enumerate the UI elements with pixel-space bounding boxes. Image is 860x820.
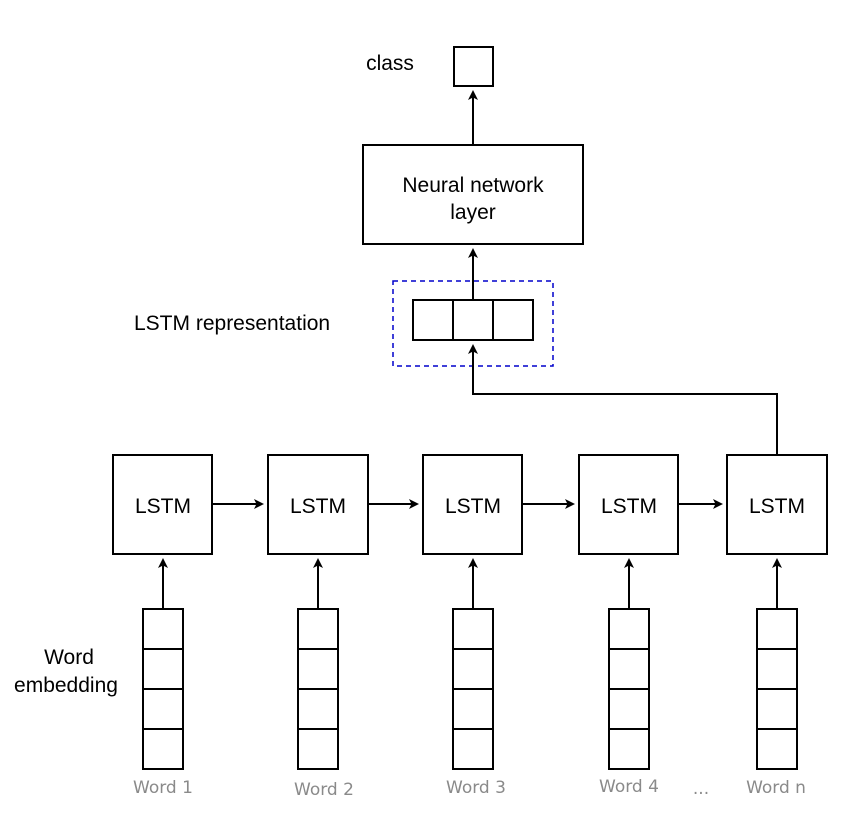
word-label-n: Word n [746,778,806,798]
word-embedding-label-line1: Word [44,646,94,669]
lstm-representation-cell [412,299,454,341]
word-embedding-label-line2: embedding [14,674,118,697]
lstm-cell-label: LSTM [749,495,805,518]
lstm-cell-label: LSTM [601,495,657,518]
lstm-representation-cell [492,299,534,341]
word-embedding-5 [756,558,798,770]
ellipsis-label: ... [693,779,709,799]
lstm-cell-2: LSTM [267,454,369,555]
word-embedding-4 [608,558,650,770]
word-label-3: Word 3 [446,778,506,798]
lstm-cell-1: LSTM [112,454,213,555]
word-embedding-3 [452,558,494,770]
word-label-2: Word 2 [294,780,354,800]
lstm-cell-label: LSTM [135,495,191,518]
word-label-4: Word 4 [599,777,659,797]
neural-network-layer-label-line2: layer [450,201,496,224]
lstm-representation-label: LSTM representation [134,312,330,335]
lstm-cell-5: LSTM [726,454,828,555]
lstm-cell-label: LSTM [290,495,346,518]
lstm-representation-cell [452,299,494,341]
word-label-1: Word 1 [133,778,193,798]
word-embedding-1 [142,558,184,770]
lstm-cell-label: LSTM [445,495,501,518]
lstm-cell-4: LSTM [578,454,679,555]
class-label: class [366,52,414,75]
neural-network-layer-box [362,144,584,245]
lstm-cell-3: LSTM [422,454,523,555]
neural-network-layer-label-line1: Neural network [402,174,544,197]
class-output-box [453,46,494,87]
edge-last-lstm-to-rep [468,344,778,455]
word-embedding-2 [297,558,339,770]
